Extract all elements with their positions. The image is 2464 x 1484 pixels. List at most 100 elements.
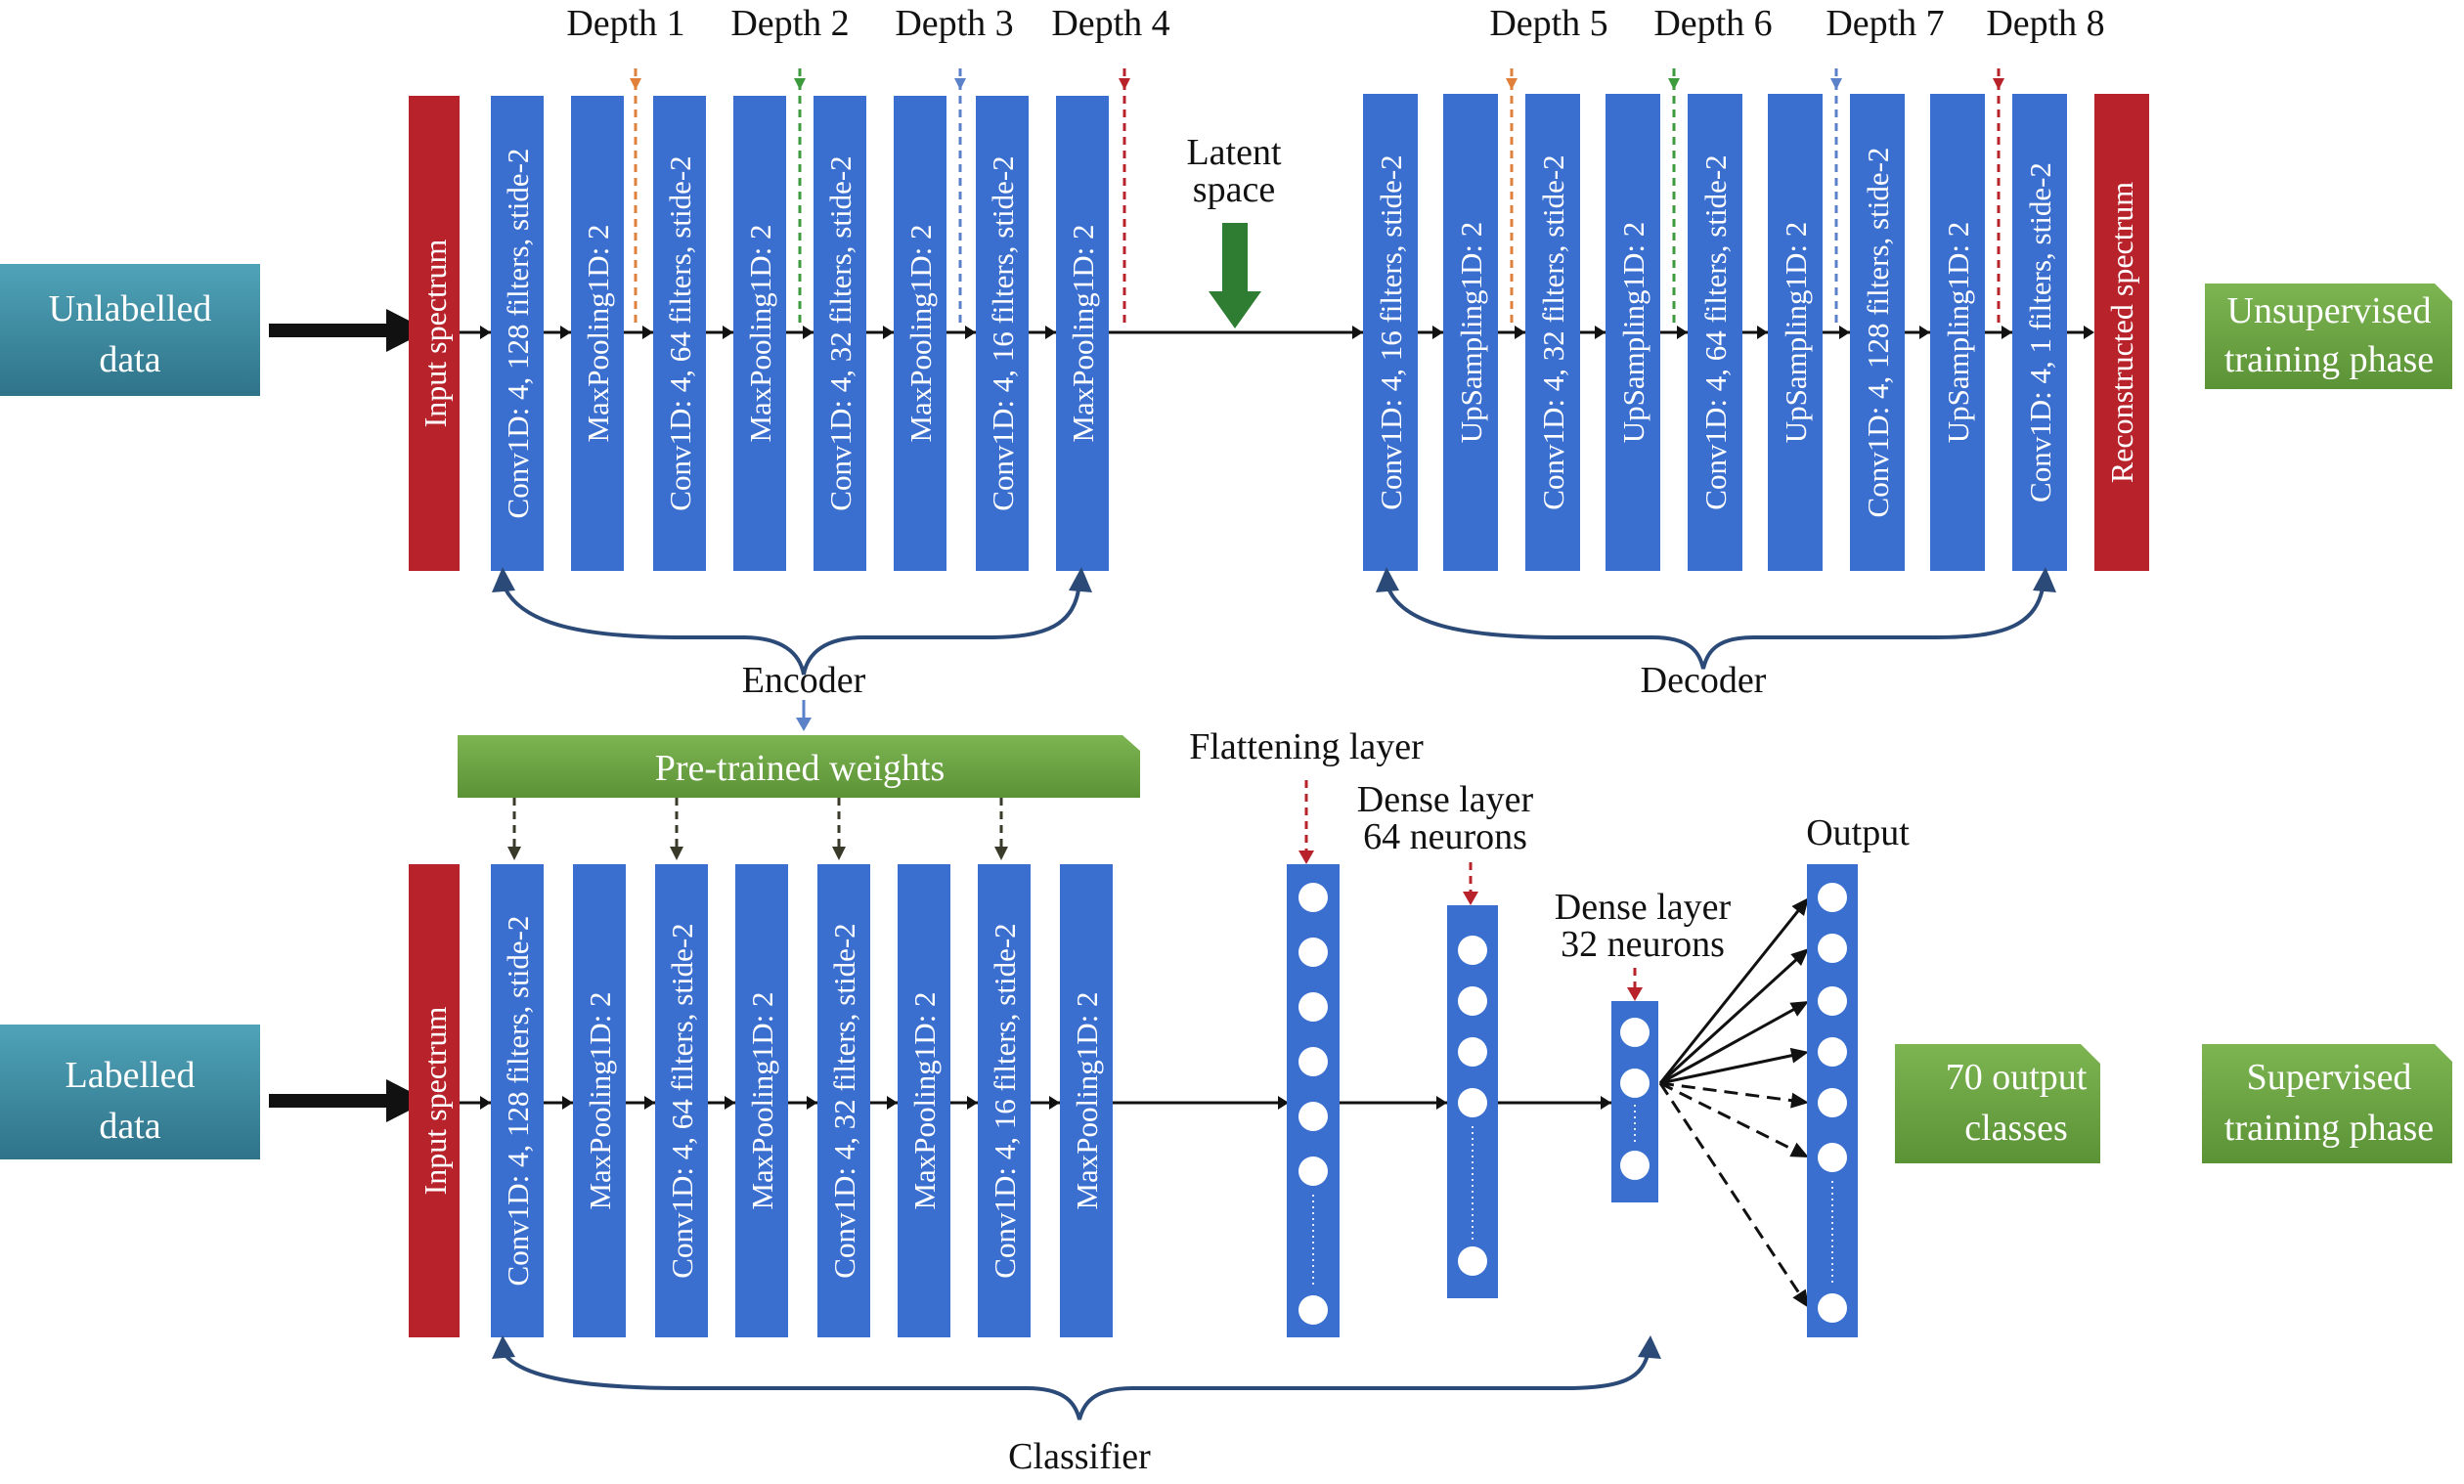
encoder-bottom-layer-2-rect: [655, 864, 708, 1337]
output-arrowhead-1: [1790, 948, 1809, 967]
output-arrow-0: [1658, 906, 1802, 1084]
encoder-top-layer-7-rect: [1056, 96, 1109, 571]
enc-bot-arrow-1-head: [562, 1096, 573, 1110]
encoder-bottom-layer-2: Conv1D: 4, 64 filters, stide-2: [655, 864, 708, 1337]
decoder-top-layer-3: UpSampling1D: 2: [1606, 94, 1660, 571]
flattening-layer-label: Flattening layer: [1189, 726, 1424, 767]
encoder-bottom-layer-0-label: Conv1D: 4, 128 filters, stide-2: [501, 916, 535, 1287]
depth-label-8: Depth 8: [1986, 3, 2104, 44]
dense64-to-dense32-arrow-head: [1601, 1096, 1611, 1110]
classifier-bracket-left-head: [492, 1335, 515, 1359]
depth-6-arrowhead: [1668, 78, 1680, 90]
encoder-top-layer-2: Conv1D: 4, 64 filters, stide-2: [653, 96, 706, 571]
dense32-label-1: Dense layer: [1555, 887, 1732, 928]
dec-top-arrow-1-head: [1432, 326, 1443, 339]
depth-label-2: Depth 2: [730, 3, 849, 44]
decoder-top-layer-1-label: UpSampling1D: 2: [1454, 222, 1488, 443]
decoder-top-layer-4: Conv1D: 4, 64 filters, stide-2: [1688, 94, 1742, 571]
enc-top-arrow-6-head: [965, 326, 976, 339]
decoder-top-layer-6-label: Conv1D: 4, 128 filters, stide-2: [1861, 148, 1895, 518]
weights-arrowhead-2: [832, 847, 846, 860]
dense32-neuron-2: [1620, 1151, 1650, 1180]
encoder-top-layer-5-label: MaxPooling1D: 2: [903, 224, 938, 442]
encoder-top-layer-3-rect: [733, 96, 786, 571]
decoder-top-layer-5-label: UpSampling1D: 2: [1779, 222, 1813, 443]
flatten-neuron-1: [1298, 938, 1328, 967]
output-arrow-4: [1659, 1081, 1796, 1103]
depth-label-7: Depth 7: [1826, 3, 1944, 44]
flatten-neuron-4: [1298, 1102, 1328, 1131]
encoder-top-layer-5: MaxPooling1D: 2: [894, 96, 946, 571]
flatten-neuron-2: [1298, 992, 1328, 1022]
pretrained-weights-arrows: [507, 798, 1008, 860]
classifier-label: Classifier: [1008, 1436, 1151, 1477]
labelled-text-1: Labelled: [66, 1055, 196, 1096]
depth-8-arrowhead: [1993, 78, 2004, 90]
dec-top-arrow-0-head: [1352, 326, 1363, 339]
depth-label-4: Depth 4: [1051, 3, 1169, 44]
reconstructed-spectrum: Reconstructed spectrum: [2094, 94, 2149, 571]
encoder-bottom-layer-7: MaxPooling1D: 2: [1060, 864, 1113, 1337]
encoder-bottom-layer-4: Conv1D: 4, 32 filters, stide-2: [817, 864, 870, 1337]
encoder-bottom-layer-5: MaxPooling1D: 2: [898, 864, 950, 1337]
dense32-neuron-0: [1620, 1018, 1650, 1047]
enc-top-arrow-3-head: [723, 326, 733, 339]
encoder-bottom-layer-4-rect: [817, 864, 870, 1337]
depth-5-arrowhead: [1506, 78, 1518, 90]
depth-7-arrowhead: [1830, 78, 1842, 90]
flatten-neuron-6: [1298, 1295, 1328, 1325]
decoder-top-layer-2-label: Conv1D: 4, 32 filters, stide-2: [1536, 154, 1570, 509]
encoder-bottom-layer-1-rect: [573, 864, 626, 1337]
decoder-bracket: [1385, 582, 2046, 670]
dec-top-arrow-9-head: [2084, 326, 2094, 339]
encoder-to-weights-head: [796, 718, 812, 731]
output-classes-text-2: classes: [1964, 1108, 2068, 1149]
depth-4-arrowhead: [1119, 78, 1130, 90]
decoder-top-layer-6-rect: [1850, 94, 1905, 571]
encoder-bottom-layer-7-label: MaxPooling1D: 2: [1070, 991, 1104, 1209]
output-layer: [1807, 864, 1858, 1337]
decoder-top-layer-3-label: UpSampling1D: 2: [1616, 222, 1650, 443]
encoder-bottom-group: Conv1D: 4, 128 filters, stide-2 MaxPoolin…: [460, 864, 1289, 1337]
weights-arrowhead-0: [507, 847, 521, 860]
supervised-text-1: Supervised: [2247, 1057, 2412, 1098]
labelled-text-2: data: [99, 1106, 160, 1147]
output-arrowhead-3: [1789, 1047, 1809, 1064]
encoder-top-layer-0: Conv1D: 4, 128 filters, stide-2: [491, 96, 544, 571]
output-arrowhead-2: [1789, 1001, 1809, 1017]
dense64-neuron-0: [1458, 936, 1487, 965]
output-arrowhead-6: [1792, 1288, 1809, 1308]
decoder-top-layer-4-label: Conv1D: 4, 64 filters, stide-2: [1698, 154, 1733, 509]
decoder-top-layer-1: UpSampling1D: 2: [1443, 94, 1498, 571]
enc-top-arrow-4-head: [803, 326, 814, 339]
decoder-label: Decoder: [1641, 660, 1767, 701]
enc-top-arrow-7-head: [1045, 326, 1056, 339]
depth-label-6: Depth 6: [1653, 3, 1772, 44]
unsupervised-text-2: training phase: [2224, 339, 2434, 380]
encoder-top-group: Conv1D: 4, 128 filters, stide-2 MaxPoolin…: [460, 96, 1109, 571]
output-classes-text-1: 70 output: [1946, 1057, 2088, 1098]
decoder-top-layer-8-rect: [2012, 94, 2067, 571]
encoder-top-layer-5-rect: [894, 96, 946, 571]
latent-space-line-1: Latent: [1186, 132, 1282, 173]
encoder-bottom-layer-3: MaxPooling1D: 2: [735, 864, 788, 1337]
encoder-bracket: [501, 582, 1081, 676]
decoder-top-layer-5: UpSampling1D: 2: [1768, 94, 1823, 571]
encoder-top-layer-0-rect: [491, 96, 544, 571]
flatten-neuron-0: [1298, 883, 1328, 912]
encoder-top-layer-6-rect: [976, 96, 1029, 571]
output-arrowhead-4: [1790, 1092, 1809, 1109]
dense64-arrowhead: [1463, 892, 1478, 905]
encoder-top-layer-6: Conv1D: 4, 16 filters, stide-2: [976, 96, 1029, 571]
output-arrow-3: [1659, 1053, 1796, 1085]
encoder-top-layer-0-label: Conv1D: 4, 128 filters, stide-2: [501, 149, 535, 519]
output-arrowhead-5: [1789, 1142, 1809, 1157]
pretrained-weights-label: Pre-trained weights: [655, 748, 946, 789]
weights-arrowhead-1: [670, 847, 683, 860]
dec-top-arrow-8-head: [2002, 326, 2012, 339]
enc-bot-arrow-3-head: [725, 1096, 735, 1110]
decoder-bracket-right-head: [2033, 567, 2056, 592]
dense64-label-1: Dense layer: [1357, 779, 1534, 820]
